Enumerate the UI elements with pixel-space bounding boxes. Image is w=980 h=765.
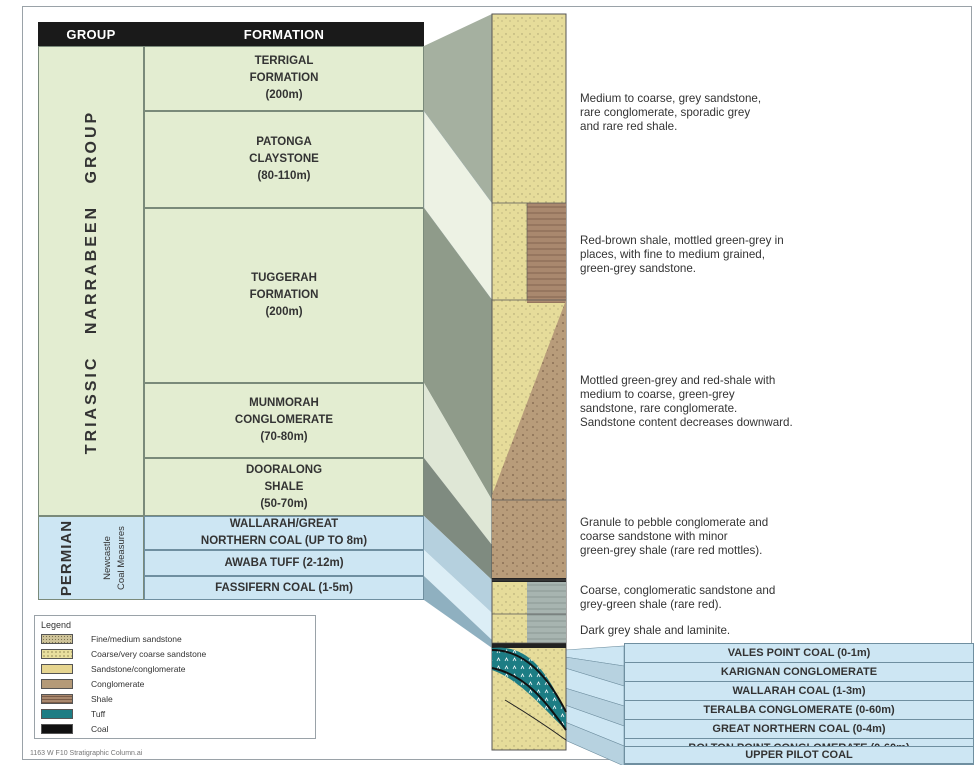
legend-item: Coal (41, 723, 108, 735)
legend-item: Shale (41, 693, 113, 705)
formation-patonga: PATONGA CLAYSTONE (80-110m) (144, 111, 424, 208)
lithology-column (491, 13, 567, 751)
formation-awaba: AWABA TUFF (2-12m) (144, 550, 424, 576)
legend-swatch-coal (41, 724, 73, 734)
formation-fassifern: FASSIFERN COAL (1-5m) (144, 576, 424, 600)
connector-tuggerah (424, 208, 492, 500)
description-wallarah: Granule to pebble conglomerate and coars… (580, 516, 769, 557)
figure-frame (22, 6, 972, 760)
connector-fassifern (424, 576, 492, 648)
connector-dooralong (424, 458, 492, 580)
legend-swatch-shale (41, 694, 73, 704)
coal-seam-teralba: TERALBA CONGLOMERATE (0-60m) (624, 700, 974, 720)
legend-swatch-fine-sandstone (41, 634, 73, 644)
legend-label: Sandstone/conglomerate (91, 664, 186, 674)
formation-wallarah: WALLARAH/GREAT NORTHERN COAL (UP TO 8m) (144, 516, 424, 550)
description-terrigal: Medium to coarse, grey sandstone, rare c… (580, 92, 762, 133)
coal-seam-vales-point: VALES POINT COAL (0-1m) (624, 643, 974, 663)
legend: Legend Fine/medium sandstone Coarse/very… (34, 615, 316, 739)
legend-swatch-tuff (41, 709, 73, 719)
connector-munmorah (424, 383, 492, 545)
formation-tuggerah: TUGGERAH FORMATION (200m) (144, 208, 424, 383)
legend-label: Tuff (91, 709, 106, 719)
legend-label: Conglomerate (91, 679, 145, 689)
legend-item: Fine/medium sandstone (41, 633, 182, 645)
legend-label: Coal (91, 724, 109, 734)
formation-terrigal: TERRIGAL FORMATION (200m) (144, 46, 424, 111)
description-tuggerah: Red-brown shale, mottled green-grey in p… (580, 234, 784, 275)
legend-label: Fine/medium sandstone (91, 634, 182, 644)
legend-swatch-conglomerate (41, 679, 73, 689)
legend-swatch-coarse-sandstone (41, 649, 73, 659)
formation-header: FORMATION (144, 22, 424, 46)
legend-swatch-sandstone-conglomerate (41, 664, 73, 674)
connector-awaba (424, 550, 492, 640)
coal-seam-great-northern: GREAT NORTHERN COAL (0-4m) (624, 719, 974, 739)
coal-seam-connectors (564, 645, 625, 765)
group-triassic-cell: TRIASSIC NARRABEEN GROUP (38, 46, 144, 516)
formation-munmorah: MUNMORAH CONGLOMERATE (70-80m) (144, 383, 424, 458)
group-permian-cell: PERMIAN Newcastle Coal Measures (38, 516, 144, 600)
legend-label: Coarse/very coarse sandstone (91, 649, 207, 659)
coal-seam-karignan: KARIGNAN CONGLOMERATE (624, 662, 974, 682)
description-fassifern: Coarse, conglomeratic sandstone and grey… (580, 584, 776, 611)
formation-dooralong: DOORALONG SHALE (50-70m) (144, 458, 424, 516)
description-shale: Dark grey shale and laminite. (580, 624, 731, 637)
connector-terrigal (424, 14, 492, 203)
legend-title: Legend (41, 620, 72, 630)
legend-label: Shale (91, 694, 113, 704)
legend-item: Sandstone/conglomerate (41, 663, 186, 675)
footnote-filename: 1163 W F10 Stratigraphic Column.ai (30, 750, 143, 757)
legend-item: Tuff (41, 708, 105, 720)
legend-item: Conglomerate (41, 678, 144, 690)
connector-wallarah (424, 516, 492, 613)
description-munmorah: Mottled green-grey and red-shale with me… (580, 374, 793, 429)
coal-seam-wallarah: WALLARAH COAL (1-3m) (624, 681, 974, 701)
coal-seam-upper-pilot-label: UPPER PILOT COAL (624, 746, 974, 764)
group-header: GROUP (38, 22, 144, 46)
legend-item: Coarse/very coarse sandstone (41, 648, 206, 660)
